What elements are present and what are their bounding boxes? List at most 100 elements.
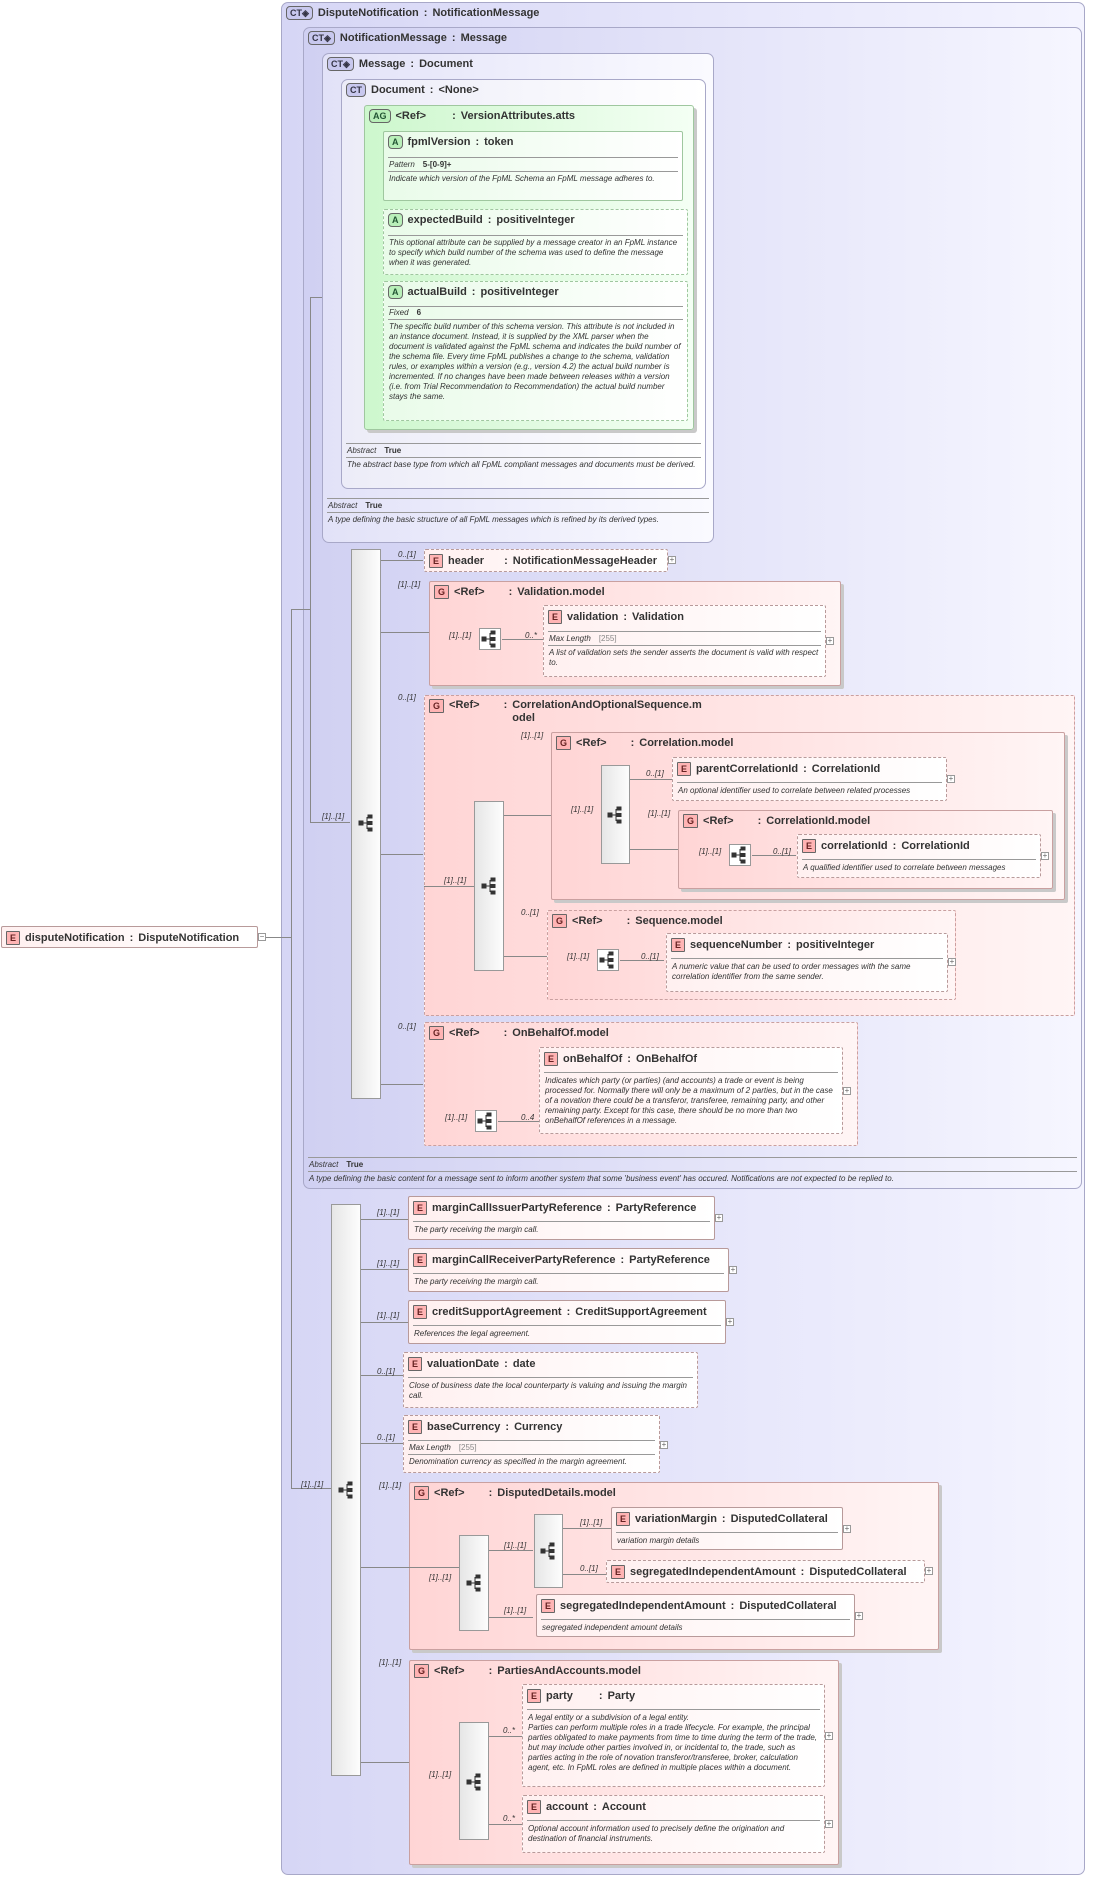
group-name: VersionAttributes.atts bbox=[460, 110, 576, 122]
connector bbox=[310, 822, 350, 823]
group-name: Correlation.model bbox=[639, 737, 734, 749]
connector bbox=[310, 297, 322, 298]
element-name: account bbox=[546, 1801, 589, 1813]
element-icon: E bbox=[616, 1512, 631, 1526]
connector bbox=[361, 1219, 408, 1220]
group-cardinality: 0..[1] bbox=[398, 1022, 416, 1031]
element-description: Indicates which party (or parties) (and … bbox=[545, 1076, 833, 1125]
expand-toggle[interactable]: + bbox=[668, 555, 676, 564]
expand-toggle[interactable]: + bbox=[729, 1265, 737, 1274]
expand-toggle[interactable]: + bbox=[726, 1317, 734, 1326]
element-type: PartyReference bbox=[629, 1254, 710, 1266]
ref-label: <Ref> bbox=[449, 1027, 480, 1039]
sequence-icon bbox=[597, 949, 619, 971]
expand-toggle[interactable]: + bbox=[843, 1524, 851, 1533]
connector bbox=[361, 1443, 404, 1444]
element-description: An optional identifier used to correlate… bbox=[678, 786, 911, 795]
element-cardinality: 0..[1] bbox=[646, 769, 664, 778]
sequence-icon bbox=[481, 877, 496, 895]
element-description: variation margin details bbox=[617, 1536, 700, 1545]
expand-toggle[interactable]: + bbox=[1041, 851, 1049, 860]
element-type: OnBehalfOf bbox=[635, 1053, 698, 1065]
sequence-cardinality: [1]..[1] bbox=[699, 847, 722, 856]
expand-toggle[interactable]: + bbox=[825, 1819, 833, 1828]
attribute-icon: A bbox=[388, 285, 403, 299]
group-name: DisputedDetails.model bbox=[497, 1487, 616, 1499]
attribute-name: fpmlVersion bbox=[407, 136, 471, 148]
element-description: A legal entity or a subdivision of a leg… bbox=[528, 1713, 818, 1772]
type-description: A type defining the basic content for a … bbox=[309, 1174, 894, 1183]
element-type: Validation bbox=[632, 611, 684, 623]
group-cardinality: 0..[1] bbox=[521, 908, 539, 917]
element-description: Denomination currency as specified in th… bbox=[409, 1457, 627, 1466]
element-icon: E bbox=[6, 931, 21, 945]
attribute-type: positiveInteger bbox=[480, 286, 559, 298]
element-cardinality: [1]..[1] bbox=[504, 1606, 527, 1615]
expand-toggle[interactable]: + bbox=[843, 1086, 851, 1095]
connector bbox=[291, 1488, 331, 1489]
expand-toggle[interactable]: + bbox=[826, 636, 834, 645]
sequence-compositor bbox=[459, 1722, 489, 1840]
expand-toggle[interactable]: + bbox=[947, 774, 955, 783]
collapse-toggle[interactable]: − bbox=[258, 932, 266, 941]
group-icon: G bbox=[414, 1486, 430, 1500]
element-name: segregatedIndependentAmount bbox=[630, 1566, 796, 1578]
attribute-group-icon: AG bbox=[369, 109, 391, 123]
group-name: CorrelationAndOptionalSequence.m odel bbox=[512, 699, 702, 724]
element-type: positiveInteger bbox=[796, 939, 875, 951]
element-name: marginCallReceiverPartyReference bbox=[432, 1254, 616, 1266]
connector bbox=[502, 639, 544, 640]
element-icon: E bbox=[802, 839, 817, 853]
group-name: PartiesAndAccounts.model bbox=[497, 1665, 641, 1677]
element-icon: E bbox=[611, 1565, 626, 1579]
expand-toggle[interactable]: + bbox=[715, 1213, 723, 1222]
element-type: NotificationMessageHeader bbox=[512, 555, 658, 567]
connector bbox=[630, 849, 678, 850]
element-cardinality: 0..[1] bbox=[377, 1367, 395, 1376]
element-icon: E bbox=[408, 1357, 423, 1371]
expand-toggle[interactable]: + bbox=[825, 1731, 833, 1740]
sequence-compositor bbox=[331, 1204, 361, 1776]
ref-label: <Ref> bbox=[576, 737, 607, 749]
expand-toggle[interactable]: + bbox=[948, 957, 956, 966]
element-type: Party bbox=[607, 1690, 636, 1702]
sequence-icon bbox=[607, 806, 622, 824]
connector bbox=[620, 960, 664, 961]
expand-toggle[interactable]: + bbox=[660, 1440, 668, 1449]
element-cardinality: [1]..[1] bbox=[377, 1311, 400, 1320]
connector bbox=[361, 1567, 409, 1568]
expand-toggle[interactable]: + bbox=[925, 1566, 933, 1575]
element-type: DisputedCollateral bbox=[739, 1600, 837, 1612]
type-base: Message bbox=[460, 32, 508, 44]
type-name: Message bbox=[358, 58, 406, 70]
group-icon: G bbox=[434, 585, 450, 599]
element-name: parentCorrelationId bbox=[696, 763, 799, 775]
sequence-cardinality: [1]..[1] bbox=[301, 1480, 324, 1489]
connector bbox=[266, 937, 292, 938]
expand-toggle[interactable]: + bbox=[855, 1611, 863, 1620]
attribute-icon: A bbox=[388, 213, 403, 227]
sequence-cardinality: [1]..[1] bbox=[429, 1770, 452, 1779]
connector bbox=[310, 297, 311, 610]
group-icon: G bbox=[414, 1664, 430, 1678]
